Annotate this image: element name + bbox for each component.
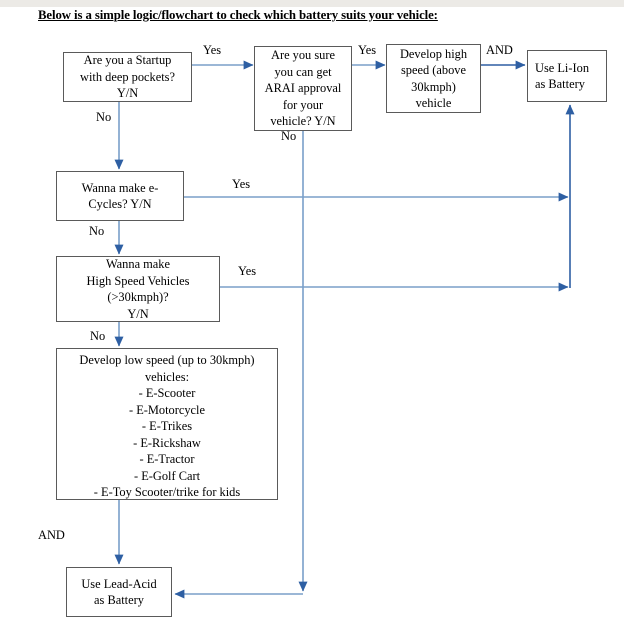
startup-question-box[interactable]: Are you a Startup with deep pockets? Y/N	[63, 52, 192, 102]
arai-line-2: you can get	[274, 64, 332, 79]
arai-question-box[interactable]: Are you sure you can get ARAI approval f…	[254, 46, 352, 131]
hsv-line-3: (>30kmph)?	[107, 290, 169, 304]
high-speed-line-2: speed (above	[400, 63, 467, 77]
hsv-line-1: Wanna make	[105, 257, 171, 271]
edge-label-hsv-yes: Yes	[238, 264, 257, 278]
high-speed-line-4: vehicle	[415, 96, 452, 110]
use-li-ion-box[interactable]: Use Li-Ion as Battery	[527, 50, 607, 102]
low-speed-header-2: vehicles:	[144, 369, 190, 384]
develop-high-speed-box[interactable]: Develop high speed (above 30kmph) vehicl…	[386, 44, 481, 113]
low-speed-item: - E-Scooter	[138, 386, 196, 400]
edge-label-ecycles-no: No	[89, 224, 105, 238]
hsv-line-2: High Speed Vehicles	[86, 273, 190, 288]
low-speed-item: - E-Toy Scooter/trike for kids	[93, 485, 241, 499]
li-ion-line-1: Use Li-Ion	[535, 60, 590, 75]
li-ion-line-2: as Battery	[535, 77, 585, 91]
low-speed-item: - E-Motorcycle	[128, 402, 206, 417]
low-speed-item: - E-Rickshaw	[133, 435, 201, 450]
hsv-line-4: Y/N	[127, 306, 149, 321]
low-speed-item: - E-Tractor	[139, 452, 195, 466]
startup-line-3: Y/N	[116, 86, 139, 101]
arai-line-5: vehicle? Y/N	[270, 114, 336, 129]
high-speed-line-3: 30kmph)	[411, 79, 456, 94]
startup-line-1: Are you a Startup	[83, 53, 172, 68]
ecycles-line-1: Wanna make e-	[81, 180, 159, 195]
edge-label-arai-yes: Yes	[358, 43, 377, 57]
edge-label-startup-yes: Yes	[203, 43, 222, 57]
edge-label-arai-no: No	[281, 129, 297, 143]
edge-label-ecycles-yes: Yes	[232, 177, 251, 191]
page-title: Below is a simple logic/flowchart to che…	[38, 8, 438, 22]
edge-label-highspeed-and: AND	[486, 43, 513, 57]
develop-low-speed-box[interactable]: Develop low speed (up to 30kmph) vehicle…	[56, 348, 278, 500]
low-speed-item: - E-Golf Cart	[133, 468, 201, 483]
lead-acid-line-1: Use Lead-Acid	[81, 576, 157, 591]
arai-line-3: ARAI approval	[264, 81, 342, 96]
ecycles-line-2: Cycles? Y/N	[88, 197, 152, 211]
edge-label-lowspeed-and: AND	[38, 528, 65, 542]
startup-line-2: with deep pockets?	[80, 69, 175, 84]
high-speed-vehicles-question-box[interactable]: Wanna make High Speed Vehicles (>30kmph)…	[56, 256, 220, 322]
low-speed-header-1: Develop low speed (up to 30kmph)	[79, 353, 255, 367]
edge-label-hsv-no: No	[90, 329, 106, 343]
edge-label-startup-no: No	[96, 110, 112, 124]
top-gray-band	[0, 0, 624, 7]
ecycles-question-box[interactable]: Wanna make e- Cycles? Y/N	[56, 171, 184, 221]
use-lead-acid-box[interactable]: Use Lead-Acid as Battery	[66, 567, 172, 617]
low-speed-item: - E-Trikes	[141, 419, 193, 433]
lead-acid-line-2: as Battery	[94, 593, 144, 607]
arai-line-4: for your	[282, 97, 324, 112]
high-speed-line-1: Develop high	[399, 46, 468, 61]
arai-line-1: Are you sure	[271, 48, 335, 63]
